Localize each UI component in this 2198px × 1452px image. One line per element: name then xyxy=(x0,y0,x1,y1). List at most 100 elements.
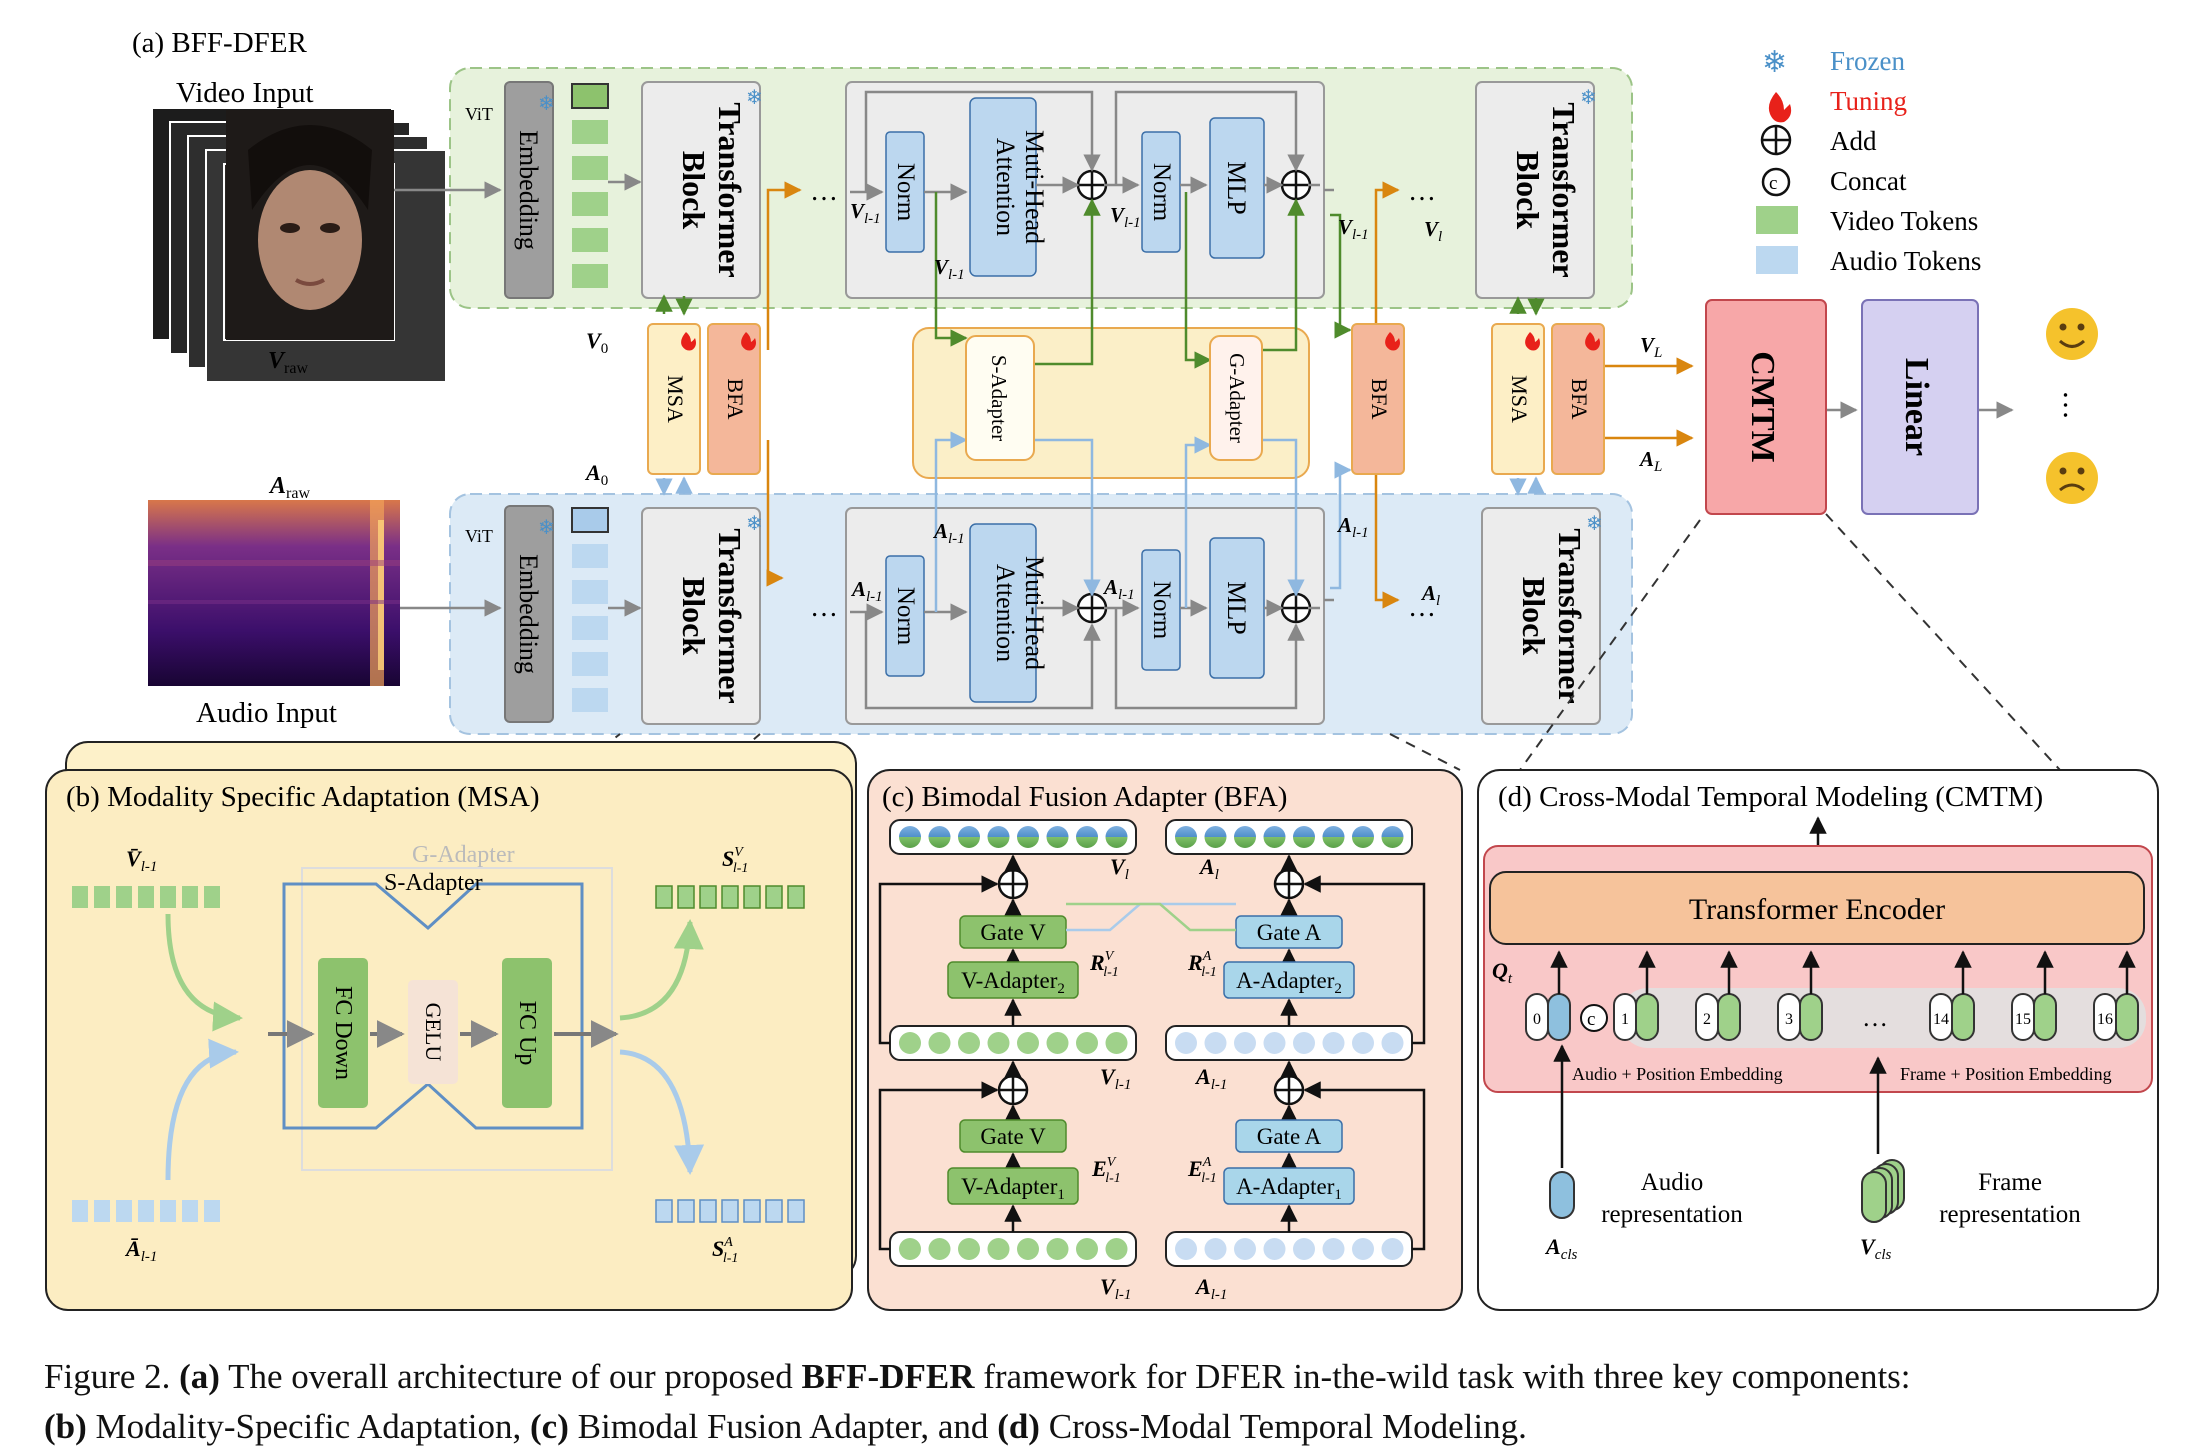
add-icon-cross xyxy=(1275,870,1303,898)
video-input-frames xyxy=(151,107,447,383)
bfa-v-adapter1-label: V-Adapter1 xyxy=(961,1174,1065,1203)
panel-c-title: (c) Bimodal Fusion Adapter (BFA) xyxy=(882,781,1287,813)
add-icon-cross xyxy=(1282,594,1310,622)
bfa-token xyxy=(1204,1032,1227,1054)
architecture-diagram: (a) BFF-DFER Video Input Vraw Araw Audio… xyxy=(45,27,2159,1311)
bfa-token xyxy=(1046,826,1069,848)
audio-embedding-label: Embedding xyxy=(514,554,543,674)
snowflake-icon: ❄ xyxy=(746,87,763,109)
panel-a-title: (a) BFF-DFER xyxy=(132,27,307,59)
bfa-token xyxy=(928,1032,951,1054)
video-mlp xyxy=(1209,117,1265,259)
bfa-gate-a-bottom xyxy=(1235,1119,1343,1153)
audio-spectrogram xyxy=(148,500,400,686)
video-norm-2 xyxy=(1141,131,1181,253)
s-adapter-block xyxy=(965,335,1035,461)
caption-a-marker: (a) xyxy=(179,1357,220,1396)
cmtm-token-index: 0 xyxy=(1533,1011,1541,1028)
bfa-token xyxy=(1017,1032,1039,1054)
msa-video-out-token xyxy=(743,885,761,909)
bfa-token xyxy=(1322,1238,1345,1260)
svg-text:c: c xyxy=(1587,1009,1595,1030)
audio-ellipsis-2: … xyxy=(1408,592,1436,623)
bfa-token xyxy=(1234,1032,1256,1054)
v-l1-label: Vl-1 xyxy=(850,199,881,227)
msa-audio-token xyxy=(182,1200,198,1222)
bfa-a-adapter1 xyxy=(1223,1167,1355,1205)
msa-video-out-token xyxy=(655,885,673,909)
vit-label-video: ViT xyxy=(465,104,493,124)
video-embedding-block xyxy=(504,81,554,299)
audio-token xyxy=(572,652,608,676)
video-msa-block-l xyxy=(1491,323,1545,475)
flame-icon xyxy=(1385,332,1400,351)
caption-text-2: framework for DFER in-the-wild task with… xyxy=(983,1357,1911,1396)
bfa-a-tilde-label: Al-1 xyxy=(1194,1274,1227,1303)
video-mlp-label: MLP xyxy=(1222,161,1251,214)
video-mha-label-2: Attention xyxy=(991,138,1020,236)
msa-audio-token xyxy=(94,1200,110,1222)
g-adapter-label: G-Adapter xyxy=(1225,353,1249,443)
msa-s-adapter-shape xyxy=(282,882,584,1130)
audio-mha-label-1: Muti-Head xyxy=(1020,556,1049,670)
video-embedding-label: Embedding xyxy=(514,130,543,250)
svg-text:c: c xyxy=(1769,173,1777,194)
video-msa-block-label: MSA xyxy=(663,375,688,423)
bfa-token xyxy=(987,826,1010,848)
concat-node: c xyxy=(1580,1004,1608,1032)
bfa-gate-v-top-label: Gate V xyxy=(980,920,1046,945)
bfa-cross-audio-to-video xyxy=(1066,902,1236,932)
msa-video-token xyxy=(204,886,220,908)
caption-text-1: The overall architecture of our proposed xyxy=(228,1357,793,1396)
flame-icon xyxy=(1525,332,1540,351)
video-bfa-block xyxy=(707,323,761,475)
msa-audio-out-token xyxy=(765,1199,783,1223)
cmtm-block xyxy=(1705,299,1827,515)
bfa-token xyxy=(1046,1238,1069,1260)
msa-audio-token xyxy=(116,1200,132,1222)
video-ellipsis-1: … xyxy=(810,176,838,207)
bfa-gate-v-bottom xyxy=(959,1119,1067,1153)
layer-internal-connectors xyxy=(850,90,1334,710)
msa-audio-out-token xyxy=(699,1199,717,1223)
frame-rep-label-2: representation xyxy=(1939,1201,2081,1228)
frame-rep-label-1: Frame xyxy=(1978,1169,2042,1196)
transformer-encoder-label: Transformer Encoder xyxy=(1689,893,1945,926)
bfa-token xyxy=(958,1032,980,1054)
add-icon-cross xyxy=(1275,1076,1303,1104)
video-bfa-block-label: BFA xyxy=(723,378,748,419)
fc-down-block xyxy=(318,958,368,1108)
cmtm-audio-token xyxy=(1547,993,1571,1041)
msa-video-token xyxy=(72,886,88,908)
transformer-encoder-block xyxy=(1489,871,2145,945)
bfa-token xyxy=(1263,1032,1286,1054)
msa-audio-arrows xyxy=(165,1038,705,1181)
v-cls-label: Vcls xyxy=(1860,1234,1892,1263)
a-l-label: Al xyxy=(1420,581,1440,609)
a-L-label: AL xyxy=(1638,447,1662,475)
fc-up-label: FC Up xyxy=(514,1001,540,1066)
v-L-label: VL xyxy=(1640,333,1662,361)
msa-audio-out-token xyxy=(677,1199,695,1223)
audio-transformer-block-l-label-2: Block xyxy=(1516,577,1552,655)
bfa-token xyxy=(1234,826,1256,848)
msa-video-out-token xyxy=(699,885,717,909)
video-norm-1-label: Norm xyxy=(892,163,919,222)
video-transformer-block-1-label-2: Block xyxy=(676,151,712,229)
g-adapter-block xyxy=(1209,335,1263,461)
add-icon-cross xyxy=(1078,594,1106,622)
bfa-a-adapter1-label: A-Adapter1 xyxy=(1236,1174,1342,1203)
msa-video-out-token xyxy=(765,885,783,909)
legend: ❄ Frozen Tuning Add c Concat Video Token… xyxy=(1756,46,1981,276)
residual-add-nodes xyxy=(1076,169,1312,624)
bfa-token xyxy=(987,1238,1010,1260)
bfa-block-layer-label: BFA xyxy=(1367,378,1392,419)
bfa-token xyxy=(1105,1238,1128,1260)
bfa-token-row xyxy=(1165,819,1413,855)
video-transformer-block-l-label-1: Transformer xyxy=(1546,102,1582,277)
snowflake-icon: ❄ xyxy=(538,517,555,539)
msa-audio-token xyxy=(138,1200,154,1222)
snowflake-icon: ❄ xyxy=(1762,46,1787,79)
v0-label: V0 xyxy=(586,328,608,357)
